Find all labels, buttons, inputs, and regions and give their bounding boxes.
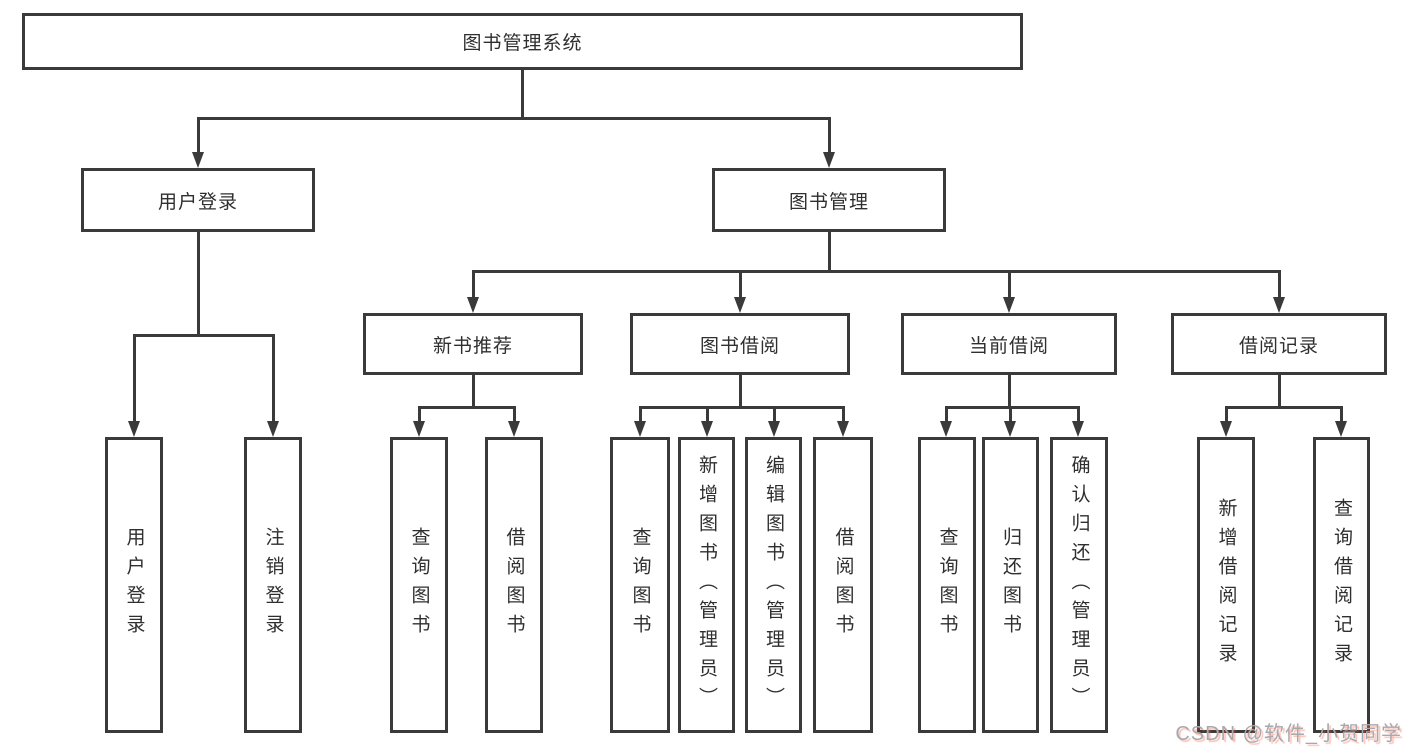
leaf-bb-add-books: 新增图书（管理员） [678, 437, 735, 733]
connector-line [1077, 406, 1080, 421]
node-user-login: 用户登录 [81, 168, 315, 232]
connector-line [739, 270, 742, 297]
node-label: 图书管理系统 [462, 33, 583, 54]
node-label: 借阅图书 [832, 527, 854, 643]
connector-line [946, 406, 1079, 409]
node-label: 当前借阅 [968, 335, 1049, 357]
node-label: 新增图书（管理员） [696, 454, 717, 716]
arrow-down-icon [267, 421, 279, 437]
node-label: 新增借阅记录 [1215, 498, 1237, 672]
node-label: 图书管理 [788, 191, 869, 213]
arrow-down-icon [940, 421, 952, 437]
leaf-bb-query-books: 查询图书 [610, 437, 670, 733]
connector-line [197, 232, 200, 335]
connector-line [521, 70, 524, 118]
connector-line [842, 406, 845, 421]
arrow-down-icon [734, 297, 746, 313]
node-label: 查询图书 [936, 527, 958, 643]
connector-line [473, 270, 1279, 273]
node-root-system: 图书管理系统 [22, 13, 1023, 70]
leaf-rec-query-books: 查询图书 [390, 437, 448, 733]
node-label: 编辑图书（管理员） [763, 454, 784, 716]
node-new-book-rec: 新书推荐 [363, 313, 583, 375]
connector-line [272, 334, 275, 421]
connector-line [1008, 375, 1011, 407]
arrow-down-icon [1220, 421, 1232, 437]
leaf-br-query-record: 查询借阅记录 [1313, 437, 1370, 733]
arrow-down-icon [1273, 297, 1285, 313]
arrow-down-icon [128, 421, 140, 437]
connector-line [419, 406, 514, 409]
arrow-down-icon [1335, 421, 1347, 437]
arrow-down-icon [467, 297, 479, 313]
connector-line [418, 406, 421, 421]
connector-line [1278, 270, 1281, 297]
arrow-down-icon [508, 421, 520, 437]
connector-line [828, 117, 831, 152]
leaf-rec-borrow-books: 借阅图书 [485, 437, 543, 733]
connector-line [472, 375, 475, 407]
node-label: 借阅记录 [1238, 335, 1319, 357]
arrow-down-icon [1004, 421, 1016, 437]
leaf-cb-confirm-return: 确认归还（管理员） [1050, 437, 1108, 733]
arrow-down-icon [1072, 421, 1084, 437]
node-book-borrow: 图书借阅 [630, 313, 850, 375]
arrow-down-icon [768, 421, 780, 437]
node-label: 注销登录 [262, 527, 284, 643]
node-label: 归还图书 [1000, 527, 1021, 643]
leaf-bb-borrow-books: 借阅图书 [813, 437, 873, 733]
connector-line [1226, 406, 1341, 409]
connector-line [513, 406, 516, 421]
connector-line [773, 406, 776, 421]
connector-line [945, 406, 948, 421]
connector-line [472, 270, 475, 297]
connector-line [1225, 406, 1228, 421]
leaf-cb-query-books: 查询图书 [918, 437, 976, 733]
connector-line [1009, 406, 1012, 421]
node-label: 用户登录 [157, 191, 238, 213]
connector-line [828, 232, 831, 271]
csdn-watermark: CSDN @软件_小贺同学 [1175, 723, 1402, 745]
node-label: 查询图书 [629, 527, 651, 643]
connector-line [706, 406, 709, 421]
connector-line [640, 406, 843, 409]
node-current-borrow: 当前借阅 [901, 313, 1117, 375]
node-label: 查询借阅记录 [1331, 498, 1352, 672]
node-book-mgmt: 图书管理 [712, 168, 946, 232]
leaf-logout: 注销登录 [244, 437, 302, 733]
leaf-br-add-record: 新增借阅记录 [1197, 437, 1255, 733]
node-label: 图书借阅 [699, 335, 780, 357]
connector-line [639, 406, 642, 421]
node-label: 用户登录 [123, 527, 145, 643]
arrow-down-icon [413, 421, 425, 437]
leaf-cb-return-books: 归还图书 [982, 437, 1039, 733]
node-label: 借阅图书 [503, 527, 525, 643]
connector-line [1008, 270, 1011, 297]
connector-line [1278, 375, 1281, 407]
leaf-bb-edit-books: 编辑图书（管理员） [745, 437, 802, 733]
node-borrow-records: 借阅记录 [1171, 313, 1387, 375]
connector-line [198, 117, 829, 120]
arrow-down-icon [634, 421, 646, 437]
connector-line [134, 334, 273, 337]
node-label: 确认归还（管理员） [1068, 454, 1090, 716]
arrow-down-icon [837, 421, 849, 437]
arrow-down-icon [1003, 297, 1015, 313]
node-label: 新书推荐 [432, 335, 513, 357]
node-label: 查询图书 [408, 527, 430, 643]
arrow-down-icon [701, 421, 713, 437]
arrow-down-icon [192, 152, 204, 168]
arrow-down-icon [823, 152, 835, 168]
connector-line [197, 117, 200, 152]
leaf-user-login: 用户登录 [105, 437, 163, 733]
connector-line [133, 334, 136, 421]
connector-line [739, 375, 742, 407]
connector-line [1340, 406, 1343, 421]
